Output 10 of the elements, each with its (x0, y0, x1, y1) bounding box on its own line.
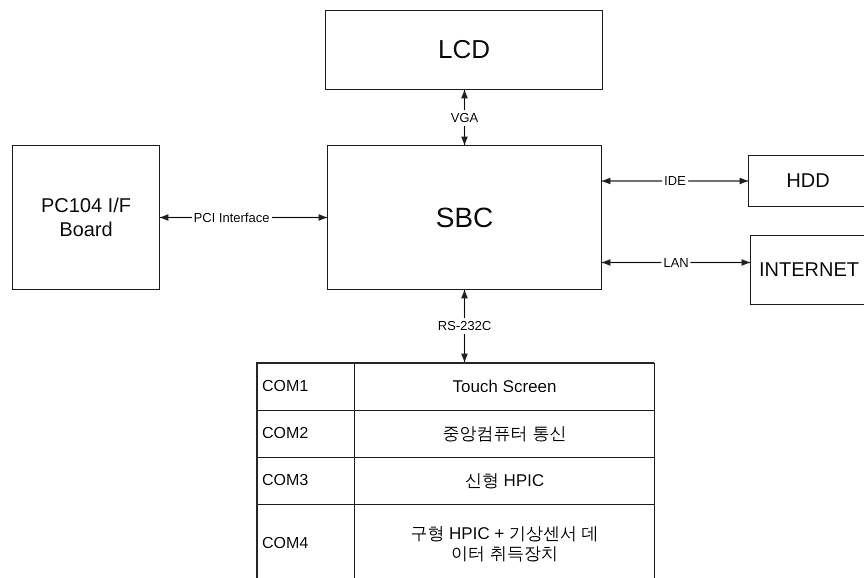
table-cell: COM1 (257, 363, 355, 411)
display-box: LCD (325, 10, 603, 90)
edge-label: RS-232C (436, 318, 494, 334)
computer-box: SBC (327, 145, 602, 290)
edge-label: VGA (448, 110, 480, 126)
port-table (256, 362, 654, 578)
network-box: INTERNET (750, 235, 864, 305)
edge-label: PCI Interface (192, 210, 272, 226)
table-cell: Touch Screen (354, 363, 655, 411)
board-box: PC104 I/F Board (12, 145, 160, 290)
